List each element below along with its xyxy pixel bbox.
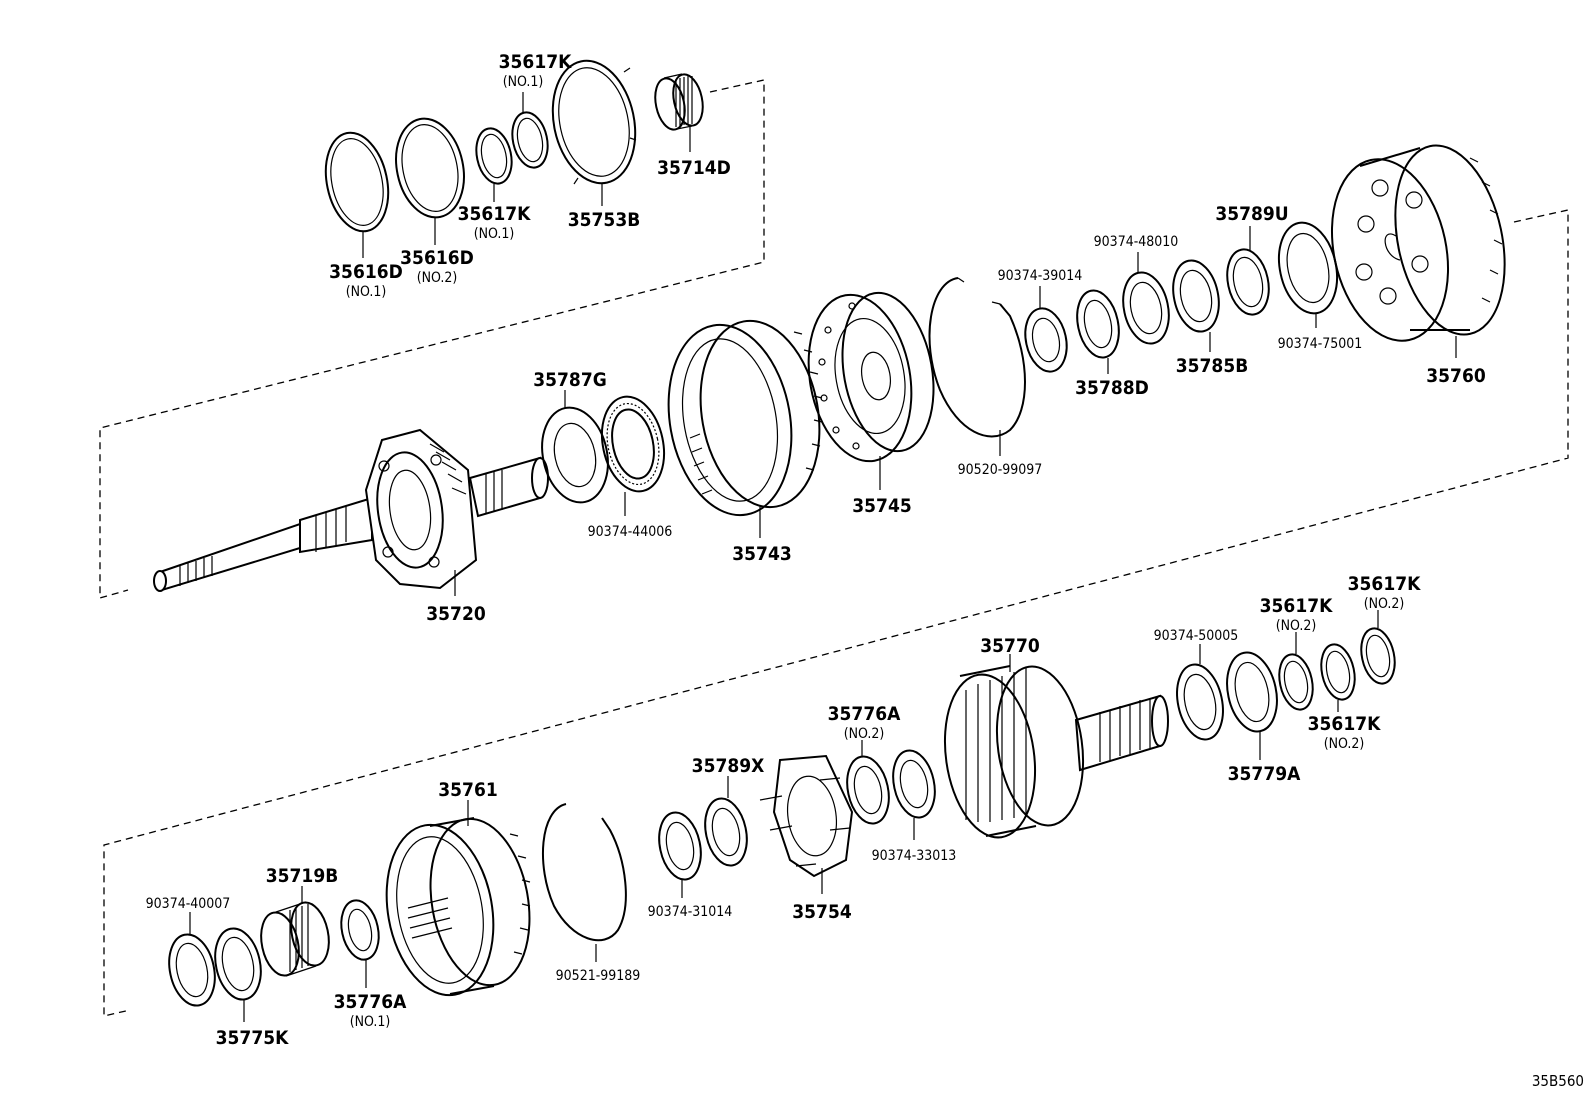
- ring-gear-35743: [667, 319, 823, 517]
- label-35753B: 35753B: [568, 209, 641, 231]
- race-35789X: [704, 797, 748, 867]
- label-35617K-no1-mid: 35617K: [458, 203, 531, 225]
- label-90374-33013: 90374-33013: [872, 848, 957, 864]
- label-35789X: 35789X: [692, 755, 765, 777]
- thrust-bearing-90374-75001: [1277, 221, 1339, 315]
- label-35714D: 35714D: [657, 157, 731, 179]
- ring-35617K-no2-c: [1320, 643, 1356, 701]
- label-35720: 35720: [426, 603, 486, 625]
- label-90374-48010: 90374-48010: [1094, 234, 1179, 250]
- label-35617K-no2-c: 35617K: [1308, 713, 1381, 735]
- thrust-bearing-90374-40007: [168, 933, 216, 1007]
- label-35754: 35754: [792, 901, 852, 923]
- bearing-35714D: [654, 73, 704, 131]
- sublabel-35617K-no2-a: (NO.2): [1276, 618, 1317, 634]
- label-35617K-no2-a: 35617K: [1260, 595, 1333, 617]
- thrust-bearing-90374-48010: [1122, 271, 1170, 345]
- sublabel-35616D-no1: (NO.1): [346, 284, 387, 300]
- sublabel-35616D-no2: (NO.2): [417, 270, 458, 286]
- label-35761: 35761: [438, 779, 497, 801]
- snap-ring-90521-99189: [541, 803, 627, 942]
- group-boundary-middle: [103, 209, 1569, 1017]
- label-35719B: 35719B: [266, 865, 339, 887]
- snap-ring-90520-99097: [928, 277, 1026, 438]
- label-35787G: 35787G: [533, 369, 607, 391]
- thrust-bearing-90374-39014: [1024, 307, 1068, 373]
- label-35775K: 35775K: [216, 1027, 289, 1049]
- drum-35761: [385, 817, 531, 997]
- sublabel-35617K-no2-c: (NO.2): [1324, 736, 1365, 752]
- washer-35779A: [1226, 651, 1278, 733]
- washer-35785B: [1172, 259, 1220, 333]
- label-35760: 35760: [1426, 365, 1486, 387]
- label-35745: 35745: [852, 495, 911, 517]
- sublabel-35617K-no2-b: (NO.2): [1364, 596, 1405, 612]
- diagram-code: 35B560: [1532, 1072, 1584, 1090]
- label-35789U: 35789U: [1215, 203, 1288, 225]
- thrust-bearing-90374-31014: [658, 811, 702, 881]
- race-35776A-no2: [846, 755, 890, 825]
- label-35779A: 35779A: [1228, 763, 1301, 785]
- clutch-drum-35770: [943, 665, 1169, 839]
- label-90520-99097: 90520-99097: [958, 462, 1043, 478]
- thrust-bearing-90374-50005: [1176, 663, 1224, 741]
- label-35788D: 35788D: [1075, 377, 1149, 399]
- sublabel-35776A-no1: (NO.1): [350, 1014, 391, 1030]
- sublabel-35617K-no1-mid: (NO.1): [474, 226, 515, 242]
- thrust-bearing-90374-44006: [601, 395, 665, 493]
- ring-35617K-no2-a: [1278, 653, 1314, 711]
- label-90374-40007: 90374-40007: [146, 896, 231, 912]
- label-90374-75001: 90374-75001: [1278, 336, 1363, 352]
- leader-lines: [189, 92, 1457, 1022]
- label-35743: 35743: [732, 543, 791, 565]
- sublabel-35776A-no2: (NO.2): [844, 726, 885, 742]
- seal-ring-35616D-no1: [324, 131, 390, 233]
- carrier-35754: [759, 754, 854, 878]
- washer-35787G: [541, 406, 609, 504]
- race-35789U: [1226, 248, 1270, 316]
- label-35776A-no2: 35776A: [828, 703, 901, 725]
- label-90521-99189: 90521-99189: [556, 968, 641, 984]
- part-labels: 35617K (NO.1) 35714D 35753B 35617K (NO.1…: [146, 51, 1584, 1090]
- ring-35617K-no1-mid: [475, 127, 513, 185]
- washer-35775K: [214, 927, 262, 1001]
- label-90374-39014: 90374-39014: [998, 268, 1083, 284]
- label-35776A-no1: 35776A: [334, 991, 407, 1013]
- plate-35753B: [551, 59, 637, 185]
- washer-35788D: [1076, 289, 1120, 359]
- label-35616D-no2: 35616D: [400, 247, 474, 269]
- label-35617K-no2-b: 35617K: [1348, 573, 1421, 595]
- label-90374-50005: 90374-50005: [1154, 628, 1239, 644]
- label-35785B: 35785B: [1176, 355, 1249, 377]
- label-90374-31014: 90374-31014: [648, 904, 733, 920]
- carrier-plate-35745: [807, 291, 935, 463]
- label-90374-44006: 90374-44006: [588, 524, 673, 540]
- thrust-bearing-90374-33013: [892, 749, 936, 819]
- label-35617K-no1-top: 35617K: [499, 51, 572, 73]
- sublabel-35617K-no1-top: (NO.1): [503, 74, 544, 90]
- group-boundary-top: [99, 79, 765, 599]
- label-35616D-no1: 35616D: [329, 261, 403, 283]
- label-35770: 35770: [980, 635, 1040, 657]
- ring-35617K-no2-b: [1360, 627, 1396, 685]
- bearing-35719B: [260, 901, 330, 977]
- ring-35617K-no1-top: [511, 111, 549, 169]
- seal-ring-35616D-no2: [395, 117, 465, 219]
- race-35776A-no1: [340, 899, 380, 961]
- drum-35760: [1330, 144, 1506, 342]
- shaft-assembly-35720: [153, 428, 549, 592]
